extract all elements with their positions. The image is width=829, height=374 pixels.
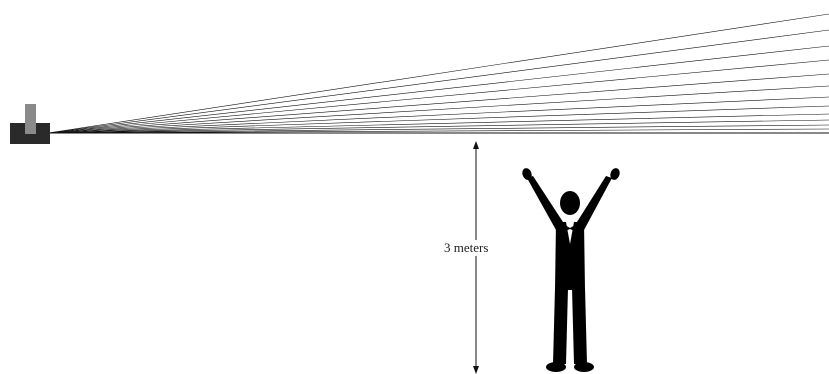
projector-icon	[10, 104, 50, 144]
person-left-shoe	[546, 362, 566, 372]
person-left-arm	[527, 176, 563, 230]
person-left-leg	[553, 288, 568, 364]
person-right-arm	[577, 176, 612, 230]
beam-line	[48, 114, 829, 133]
beam-line	[48, 46, 829, 133]
person-right-shoe	[574, 362, 594, 372]
person-head	[560, 191, 580, 215]
beam-line	[48, 74, 829, 133]
height-label: 3 meters	[440, 240, 492, 256]
beam-line	[48, 30, 829, 133]
person-right-leg	[572, 288, 587, 364]
height-dimension-arrow	[473, 141, 479, 374]
projector-stem	[25, 104, 36, 134]
beam-fan	[48, 14, 829, 133]
arrowhead-bottom	[473, 366, 479, 374]
arrowhead-top	[473, 141, 479, 149]
person-arms-raised-icon	[521, 167, 622, 372]
